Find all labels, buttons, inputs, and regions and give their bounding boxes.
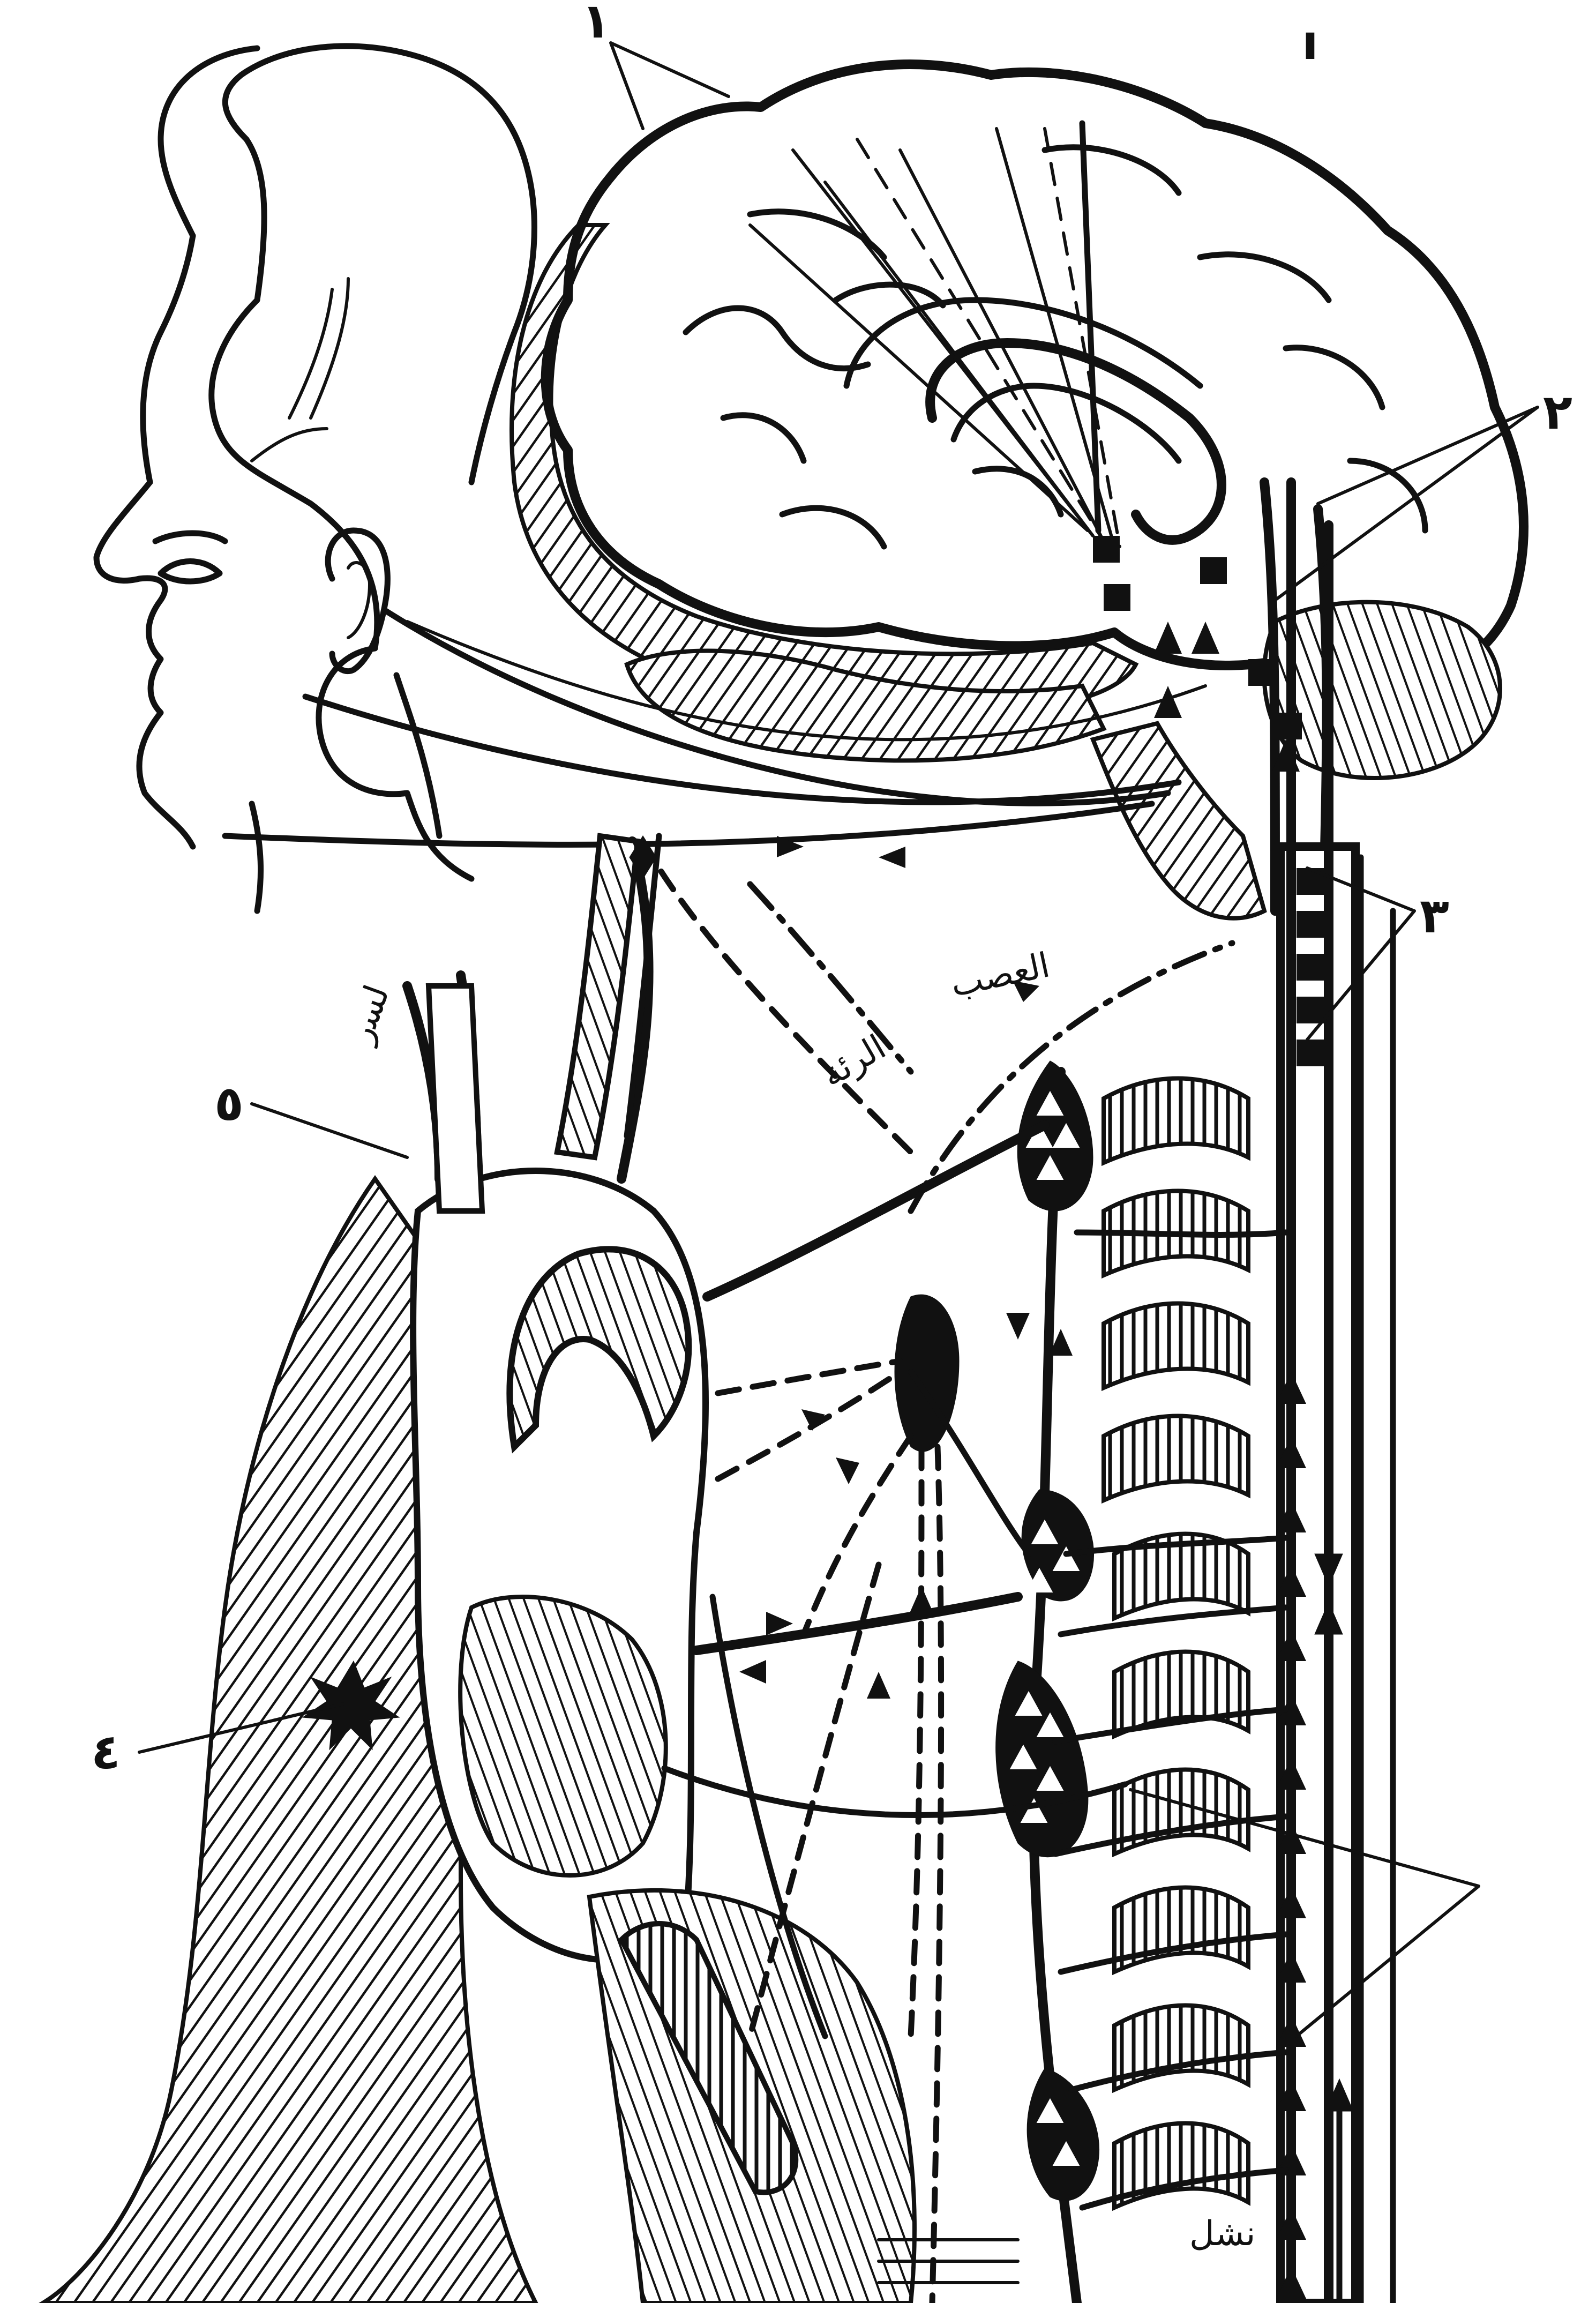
label-3: ٣ (1420, 888, 1449, 944)
nucleus-square (1093, 536, 1120, 563)
label-side-word: ﻟﺴﺭ (340, 980, 397, 1049)
human-head (96, 46, 534, 911)
ribs (1104, 1079, 1248, 2208)
path-arrow (836, 1457, 859, 1484)
rib (1114, 1888, 1248, 1972)
vagus-dashed (643, 841, 911, 1152)
sacral-square (1297, 1040, 1329, 1066)
path-dash-4 (911, 1447, 921, 2036)
path-solid-3 (911, 1372, 1029, 1554)
path-arrow (879, 847, 905, 868)
rib (1104, 1304, 1248, 1388)
path-arrow (739, 1660, 766, 1684)
trachea-tube (557, 836, 638, 1157)
path-dash-2 (718, 1372, 900, 1479)
stem-arrow (1154, 622, 1182, 654)
neck-front (252, 804, 261, 911)
cerebellum-outline (1264, 602, 1500, 778)
hair-line-1 (289, 289, 332, 418)
path-arrow (910, 1586, 933, 1613)
ganglion-thoracic-2 (996, 1661, 1088, 1857)
nucleus-square (1275, 713, 1302, 739)
heart-lungs (43, 986, 915, 2303)
label-1: ١ (581, 0, 611, 49)
neck-back (396, 675, 439, 836)
gyrus-line-4 (723, 415, 804, 461)
label-marker-top: ı (1302, 14, 1318, 71)
label-nerve-word: العصب (947, 945, 1053, 1005)
eyebrow (155, 533, 225, 541)
cranial-nerve-3 (225, 804, 1152, 844)
great-vessel (429, 986, 482, 1211)
gyrus-line-8 (1286, 348, 1382, 407)
ramus (1061, 1607, 1286, 1634)
label-5: ٥ (214, 1075, 244, 1132)
gyrus-line-7 (1200, 255, 1329, 300)
sacral-square (1297, 868, 1329, 895)
cortical-fibre-4 (900, 150, 1104, 541)
sacral-square (1297, 911, 1329, 938)
gyrus-line-9 (1350, 461, 1425, 530)
sympathetic-chain (895, 1061, 1099, 2303)
nucleus-square (1248, 659, 1275, 686)
hair-line-3 (252, 429, 327, 461)
cerebrum (546, 64, 1524, 686)
label-bottom-word: ﻧﺸﻞ (1189, 2214, 1255, 2254)
sacral-square (1297, 954, 1329, 981)
leader-5 (252, 1104, 407, 1157)
label-4: ٤ (91, 1724, 121, 1780)
gyrus-line-6 (1045, 147, 1179, 193)
forehead-line (143, 236, 193, 482)
label-2: ٢ (1543, 384, 1572, 440)
corpus-callosum (930, 343, 1222, 540)
leader-2 (1275, 407, 1538, 600)
eye (161, 562, 220, 582)
pons-shadow (1093, 723, 1264, 918)
rib (1104, 1079, 1248, 1163)
leader-1 (611, 43, 729, 129)
path-dashdot-2 (750, 884, 911, 1072)
gyrus-line-2 (836, 285, 943, 305)
mouth-chin (139, 600, 193, 847)
cortical-fibre-2 (825, 182, 1093, 536)
nucleus-square (1104, 584, 1130, 611)
head-outline (212, 46, 535, 879)
gyrus-line-3 (686, 308, 868, 369)
cortical-fibre-3 (857, 139, 1104, 541)
rib (1114, 1770, 1248, 1855)
rib (1104, 1416, 1248, 1501)
stem-arrow (1192, 622, 1219, 654)
gyrus-line-5 (782, 508, 884, 547)
path-solid-1 (707, 1125, 1045, 1297)
path-arrow (867, 1672, 890, 1699)
ramus (1077, 1232, 1286, 1235)
path-arrow (1006, 1313, 1030, 1340)
path-dash-5 (932, 1447, 941, 2303)
nucleus-square (1200, 557, 1227, 584)
